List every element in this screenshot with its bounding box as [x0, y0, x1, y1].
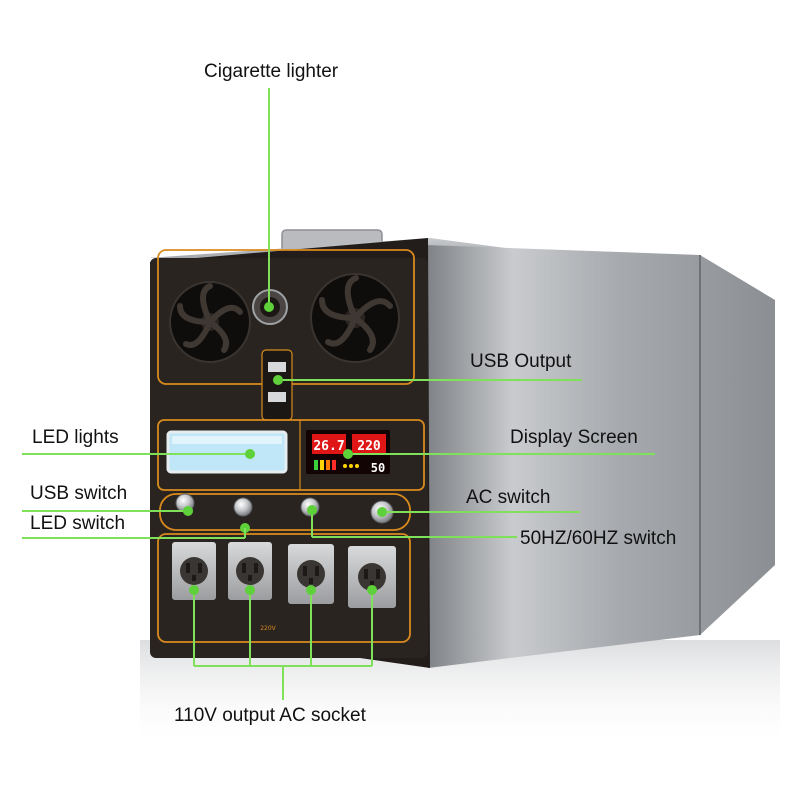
ac-socket-3	[288, 544, 334, 604]
ac-socket-1	[172, 542, 216, 600]
display-right-value: 220	[357, 439, 381, 454]
display-freq-value: 50	[371, 461, 385, 475]
label-ac-socket: 110V output AC socket	[174, 705, 366, 726]
label-ac-switch: AC switch	[466, 487, 551, 508]
socket-voltage-label: 220V	[260, 625, 276, 632]
usb-ports	[261, 349, 293, 421]
label-usb-switch: USB switch	[30, 483, 128, 504]
label-cigarette-lighter: Cigarette lighter	[204, 61, 339, 82]
fan-left	[169, 281, 251, 363]
callout-dots	[183, 302, 387, 595]
led-switch-button	[233, 497, 253, 517]
ac-socket-4	[348, 546, 396, 608]
label-usb-output: USB Output	[470, 351, 572, 372]
label-hz-switch: 50HZ/60HZ switch	[520, 528, 677, 549]
battery-indicator	[314, 460, 336, 470]
display-left-window	[312, 434, 346, 454]
label-led-lights: LED lights	[32, 427, 119, 448]
display-left-value: 26.7	[313, 439, 344, 454]
led-lamp-glare	[172, 436, 282, 444]
fan-right	[310, 273, 400, 363]
display-status-dots	[343, 464, 359, 468]
label-display-screen: Display Screen	[510, 427, 638, 448]
device-side	[425, 245, 775, 668]
display-right-window	[352, 434, 386, 454]
ac-socket-2	[228, 542, 272, 600]
socket-section-frame	[157, 533, 411, 643]
label-led-switch: LED switch	[30, 513, 126, 534]
